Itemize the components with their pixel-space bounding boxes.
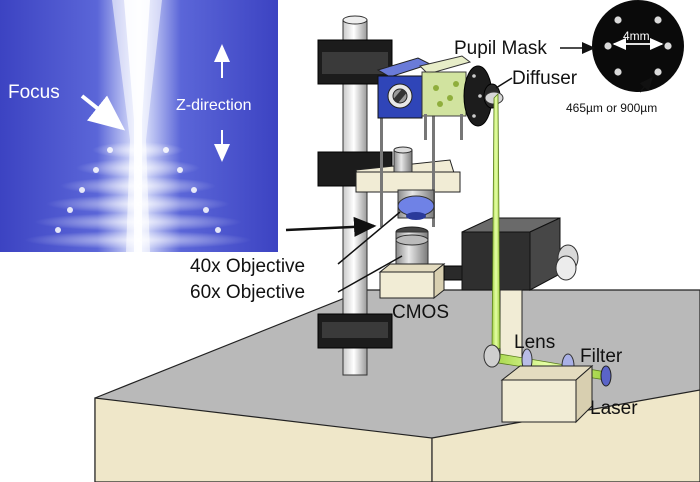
diffuser-label: Diffuser bbox=[512, 68, 578, 89]
beam-expander-mount bbox=[376, 57, 432, 119]
lens-label: Lens bbox=[514, 332, 555, 353]
laser-label: Laser bbox=[590, 398, 638, 419]
camera-housing bbox=[461, 217, 579, 291]
cmos-label: CMOS bbox=[392, 302, 449, 323]
objective-40x-label: 40x Objective bbox=[190, 256, 305, 277]
objective-40x bbox=[397, 189, 435, 220]
mask-pinhole bbox=[604, 42, 612, 50]
optical-table bbox=[94, 289, 700, 482]
pinhole-size-label: 465µm or 900µm bbox=[566, 101, 657, 115]
pupil-mask-detail: 4mm bbox=[592, 0, 684, 93]
objective-60x-label: 60x Objective bbox=[190, 282, 305, 303]
diffuser-element bbox=[483, 83, 504, 109]
mask-pinhole bbox=[614, 16, 622, 24]
focus-arrow bbox=[80, 94, 126, 131]
diffuser-block bbox=[419, 55, 472, 140]
mask-pinhole bbox=[614, 68, 622, 76]
pupil-mask-label: Pupil Mask bbox=[454, 38, 547, 59]
mask-pinhole bbox=[654, 16, 662, 24]
mask-pinhole bbox=[654, 68, 662, 76]
mask-scale-label: 4mm bbox=[623, 29, 650, 43]
pinhole-pointer bbox=[639, 76, 653, 93]
focus-intensity-inset: Focus Z-direction bbox=[0, 0, 278, 252]
inset-pointer-arrow bbox=[285, 216, 377, 237]
mirror bbox=[483, 344, 501, 368]
objective-mount bbox=[355, 115, 461, 227]
laser-source bbox=[500, 364, 612, 424]
z-direction-label: Z-direction bbox=[176, 97, 252, 114]
filter-label: Filter bbox=[580, 346, 623, 367]
mask-pinhole bbox=[664, 42, 672, 50]
focus-label: Focus bbox=[8, 82, 60, 103]
